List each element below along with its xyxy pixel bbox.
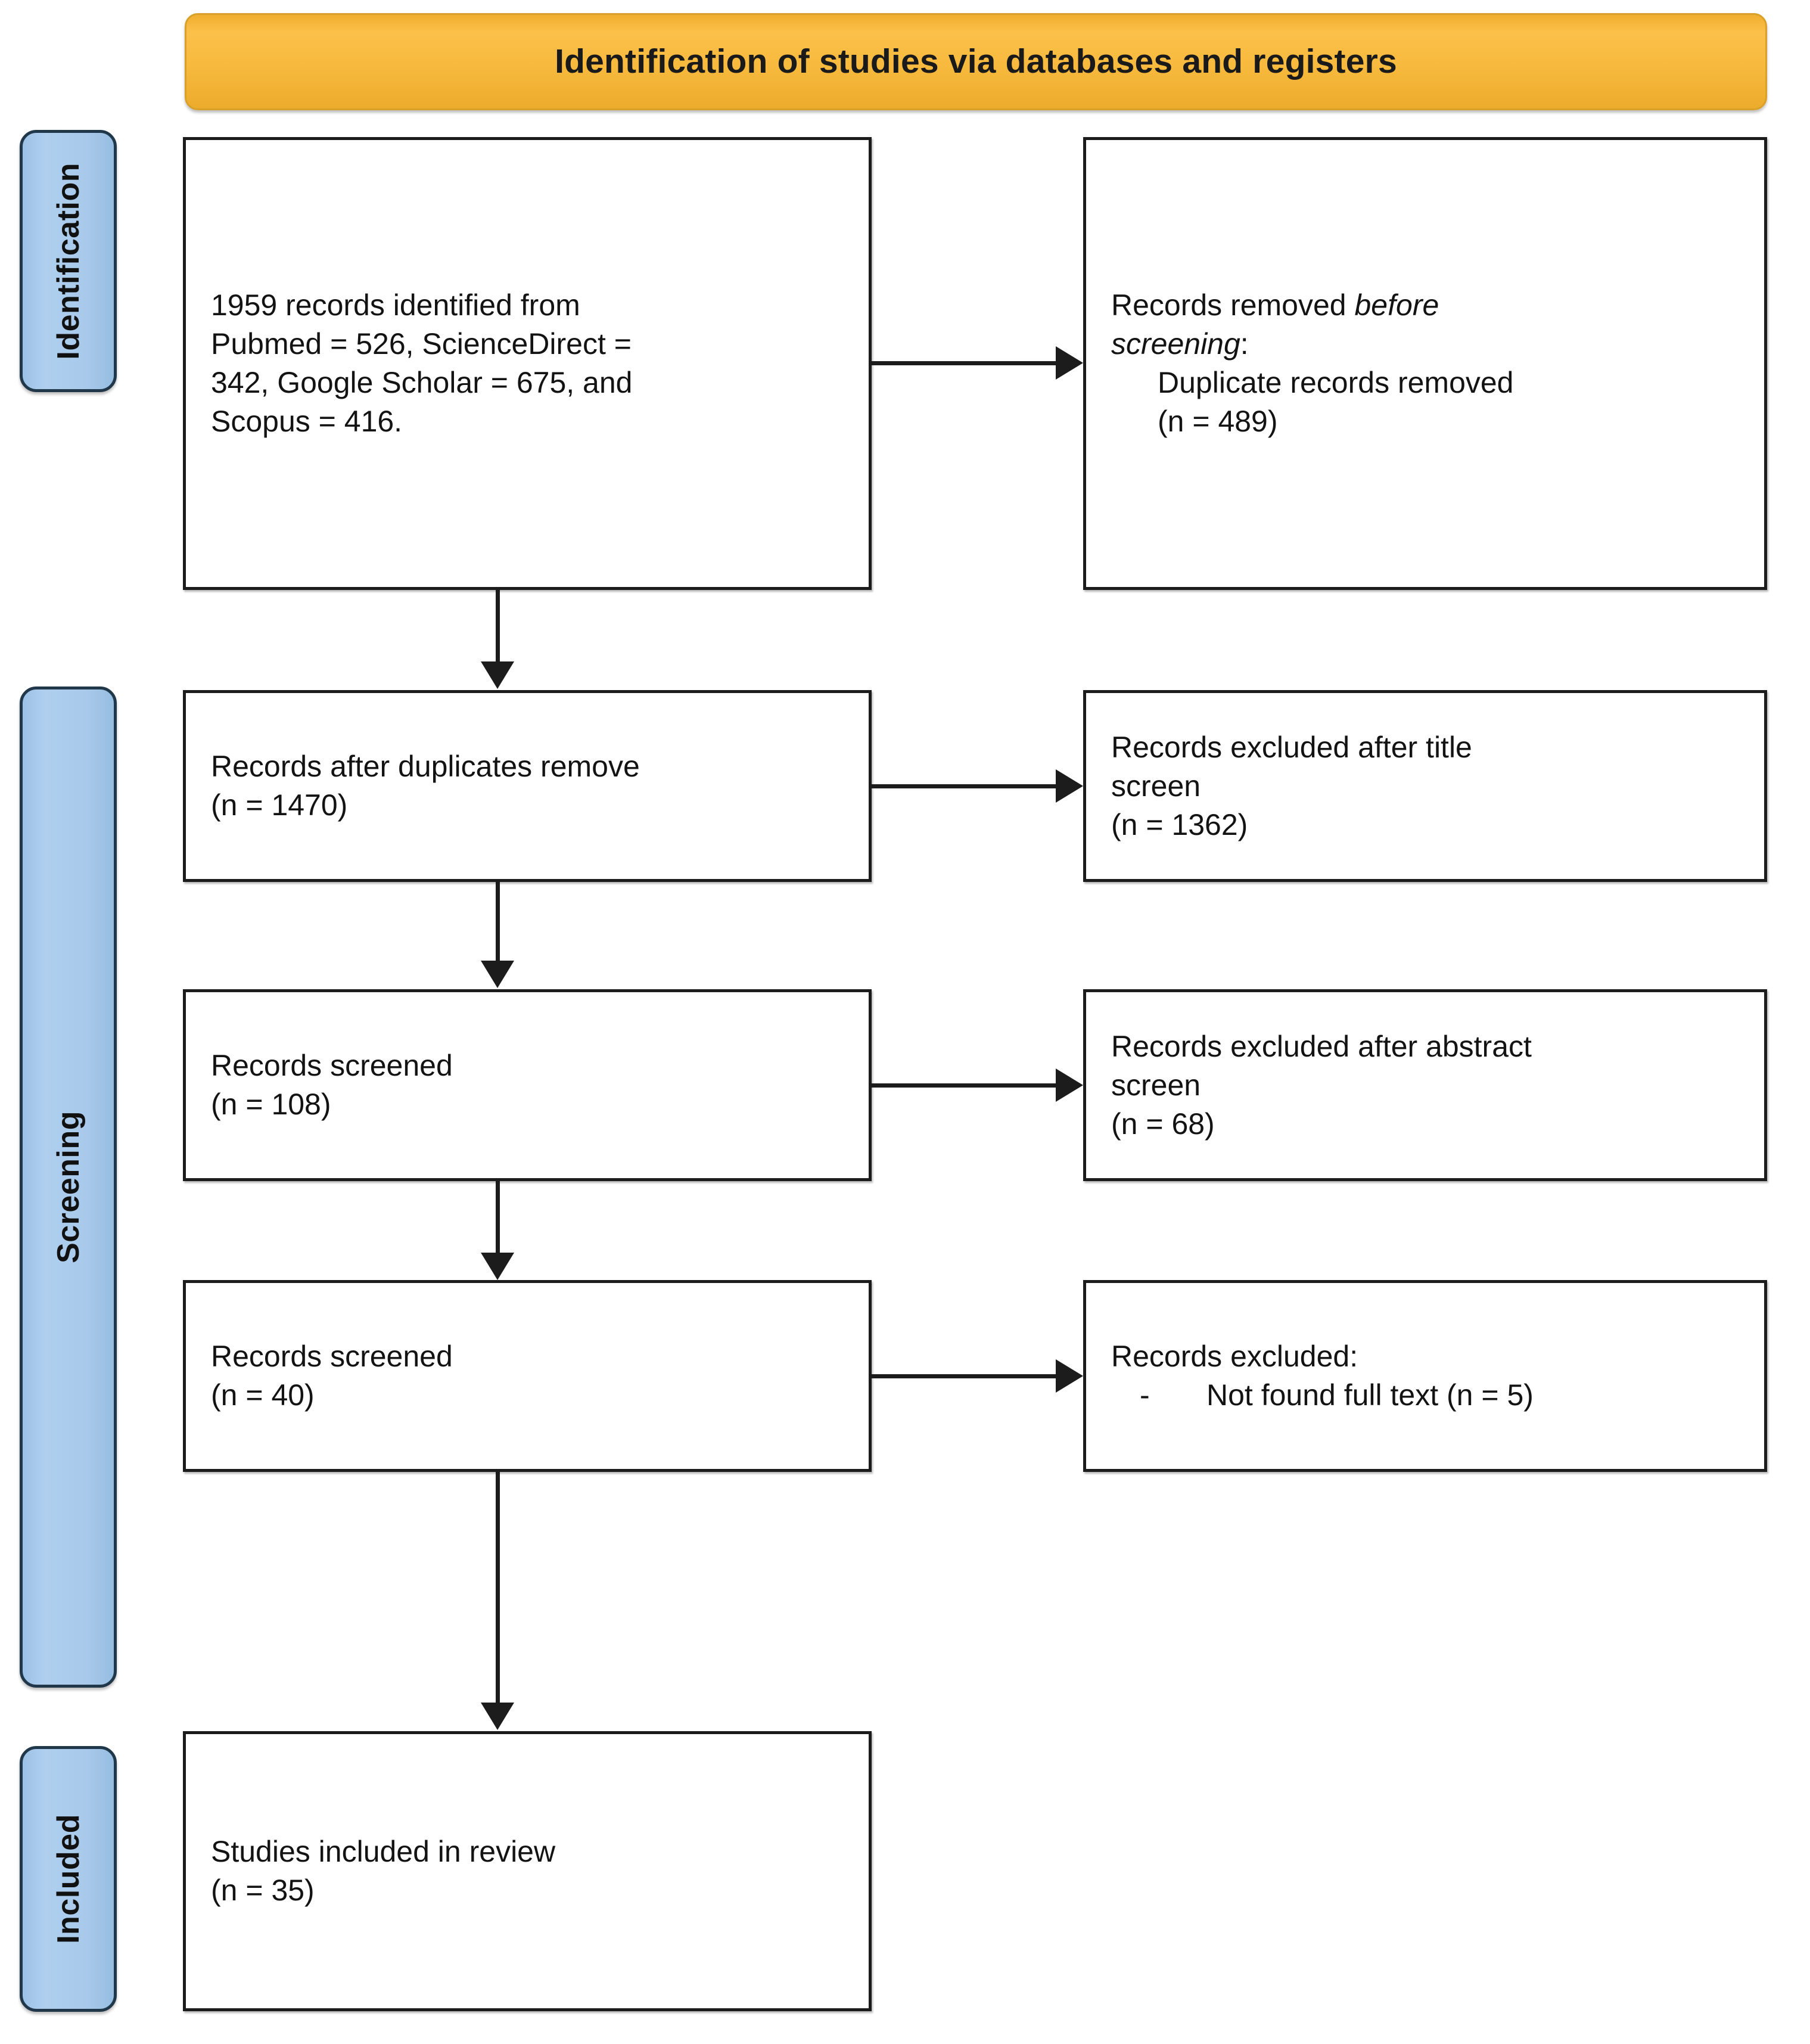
after-duplicates-line1: Records after duplicates remove xyxy=(211,750,640,783)
records-removed-italic-screening: screening xyxy=(1111,327,1240,361)
box-records-excluded-fulltext: Records excluded: - Not found full text … xyxy=(1083,1280,1767,1472)
box-records-excluded-title: Records excluded after title screen (n =… xyxy=(1083,690,1767,882)
excluded-title-line1: Records excluded after title xyxy=(1111,730,1472,764)
excluded-title-count: (n = 1362) xyxy=(1111,807,1248,841)
records-removed-italic-before: before xyxy=(1354,288,1439,322)
connector-screened108-to-screened40-line xyxy=(496,1181,500,1254)
records-identified-line1: 1959 records identified from xyxy=(211,288,580,322)
duplicate-records-removed-label: Duplicate records removed xyxy=(1158,366,1514,399)
connector-screened40-to-exclfulltext-arrow-icon xyxy=(1056,1359,1083,1393)
connector-identified-to-removed-line xyxy=(872,361,1057,365)
connector-identified-to-removed-arrow-icon xyxy=(1056,346,1083,380)
excluded-abstract-line1: Records excluded after abstract xyxy=(1111,1029,1532,1063)
connector-afterdupes-to-excltitle-arrow-icon xyxy=(1056,769,1083,803)
screened-108-line1: Records screened xyxy=(211,1049,453,1082)
excluded-fulltext-bullet: - Not found full text (n = 5) xyxy=(1111,1376,1739,1415)
stage-label-identification: Identification xyxy=(51,162,86,360)
box-records-after-duplicates: Records after duplicates remove (n = 147… xyxy=(183,690,872,882)
duplicate-records-removed-count: (n = 489) xyxy=(1158,405,1278,438)
included-review-count: (n = 35) xyxy=(211,1874,315,1907)
connector-screened40-to-included-line xyxy=(496,1472,500,1704)
screened-40-count: (n = 40) xyxy=(211,1378,315,1412)
excluded-fulltext-line1: Records excluded: xyxy=(1111,1340,1358,1373)
box-records-screened-40: Records screened (n = 40) xyxy=(183,1280,872,1472)
box-records-identified: 1959 records identified from Pubmed = 52… xyxy=(183,137,872,590)
excluded-fulltext-bullet-text: Not found full text (n = 5) xyxy=(1206,1378,1534,1412)
records-identified-line3: 342, Google Scholar = 675, and xyxy=(211,366,633,399)
stage-label-included: Included xyxy=(51,1814,86,1944)
records-removed-prefix: Records removed xyxy=(1111,288,1355,322)
header-banner: Identification of studies via databases … xyxy=(185,13,1767,110)
connector-identified-to-afterdupes-arrow-icon xyxy=(481,661,514,689)
included-review-line1: Studies included in review xyxy=(211,1835,556,1868)
box-records-removed-before-screening: Records removed before screening: Duplic… xyxy=(1083,137,1767,590)
screened-108-count: (n = 108) xyxy=(211,1088,331,1121)
excluded-abstract-count: (n = 68) xyxy=(1111,1107,1215,1141)
after-duplicates-count: (n = 1470) xyxy=(211,788,348,822)
box-records-screened-108: Records screened (n = 108) xyxy=(183,989,872,1181)
stage-label-screening: Screening xyxy=(51,1111,86,1263)
page-title: Identification of studies via databases … xyxy=(555,42,1397,80)
records-removed-line2: screening: xyxy=(1111,325,1739,364)
bullet-dash-icon: - xyxy=(1140,1378,1150,1412)
connector-afterdupes-to-screened108-line xyxy=(496,882,500,962)
connector-screened40-to-exclfulltext-line xyxy=(872,1374,1057,1378)
connector-afterdupes-to-screened108-arrow-icon xyxy=(481,961,514,988)
connector-screened108-to-exclabstract-arrow-icon xyxy=(1056,1068,1083,1102)
excluded-title-line2: screen xyxy=(1111,769,1201,803)
screened-40-line1: Records screened xyxy=(211,1340,453,1373)
box-records-excluded-abstract: Records excluded after abstract screen (… xyxy=(1083,989,1767,1181)
stage-bar-identification: Identification xyxy=(20,130,117,392)
stage-bar-included: Included xyxy=(20,1746,117,2012)
box-studies-included-in-review: Studies included in review (n = 35) xyxy=(183,1731,872,2011)
records-removed-colon: : xyxy=(1240,327,1249,361)
records-identified-line2: Pubmed = 526, ScienceDirect = xyxy=(211,327,632,361)
records-identified-line4: Scopus = 416. xyxy=(211,405,403,438)
stage-bar-screening: Screening xyxy=(20,686,117,1688)
connector-screened108-to-screened40-arrow-icon xyxy=(481,1253,514,1280)
excluded-abstract-line2: screen xyxy=(1111,1068,1201,1102)
records-removed-line1: Records removed before xyxy=(1111,286,1739,325)
connector-identified-to-afterdupes-line xyxy=(496,590,500,663)
connector-screened108-to-exclabstract-line xyxy=(872,1083,1057,1088)
connector-afterdupes-to-excltitle-line xyxy=(872,784,1057,788)
connector-screened40-to-included-arrow-icon xyxy=(481,1703,514,1730)
